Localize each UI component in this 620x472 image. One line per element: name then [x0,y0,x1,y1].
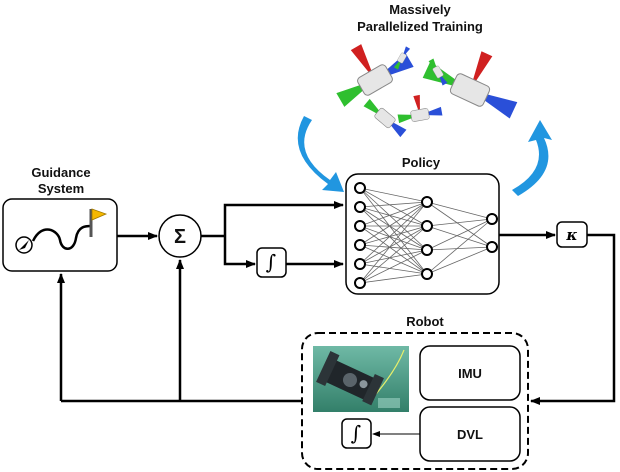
network-edge [426,201,493,220]
network-edge [359,244,428,275]
network-node-layer-1 [354,239,366,251]
network-edge [359,206,428,251]
network-edge [359,225,428,251]
network-node-layer-2 [421,244,433,256]
network-edge [359,187,428,203]
compass-icon [15,236,33,254]
network-edge [359,225,428,284]
training-title-line2: Parallelized Training [357,19,483,34]
network-edge [359,225,428,246]
network-edge [426,201,493,248]
network-node-layer-3 [486,241,498,253]
imu-label: IMU [458,366,482,381]
network-node-layer-1 [354,220,366,232]
network-edge [359,187,428,275]
sum-symbol: Σ [174,226,186,248]
gain-symbol: κ [565,226,577,244]
network-edge [359,249,428,265]
network-node-layer-3 [486,213,498,225]
network-edge [359,201,428,265]
network-node-layer-2 [421,196,433,208]
network-edge [426,246,493,251]
integrator-symbol: ∫ [266,250,276,274]
network-node-layer-1 [354,258,366,270]
robot-title: Robot [406,314,444,329]
network-edge [359,206,428,227]
robot-photo [313,346,409,412]
network-edge [359,201,428,208]
network-node-layer-1 [354,201,366,213]
network-edge [359,187,428,251]
network-edge [359,263,428,275]
signal-lines [57,201,616,437]
network-edge [359,225,428,265]
robot-integrator-block [341,418,372,449]
network-edge [359,244,428,251]
policy-title: Policy [402,155,441,170]
network-edge [426,225,493,248]
network-node-layer-2 [421,220,433,232]
network-node-layer-2 [421,268,433,280]
guidance-title-line1: Guidance [31,165,90,180]
network-edge [426,218,493,251]
network-edge [359,225,428,275]
network-edge [359,187,428,227]
policy-network-edges [359,187,493,284]
network-edge [426,218,493,227]
training-simulation-image [336,44,518,138]
network-node-layer-1 [354,182,366,194]
robot-integrator-symbol: ∫ [351,421,361,445]
network-edge [359,249,428,284]
guidance-block [2,198,118,272]
network-node-layer-1 [354,277,366,289]
training-arrow-right [512,120,552,196]
guidance-title-line2: System [38,181,84,196]
dvl-label: DVL [457,427,483,442]
integrator-block [256,247,287,278]
guidance-path [31,224,92,250]
network-edge [359,201,428,284]
network-edge [426,218,493,275]
network-edge [359,206,428,275]
network-edge [359,201,428,227]
network-edge [359,201,428,246]
training-arrow-left [297,116,344,192]
training-title-line1: Massively [389,2,451,17]
imu-block [419,345,521,401]
flag-icon [89,208,108,237]
network-edge [359,273,428,284]
network-edge [426,246,493,275]
policy-network-nodes [354,182,498,289]
